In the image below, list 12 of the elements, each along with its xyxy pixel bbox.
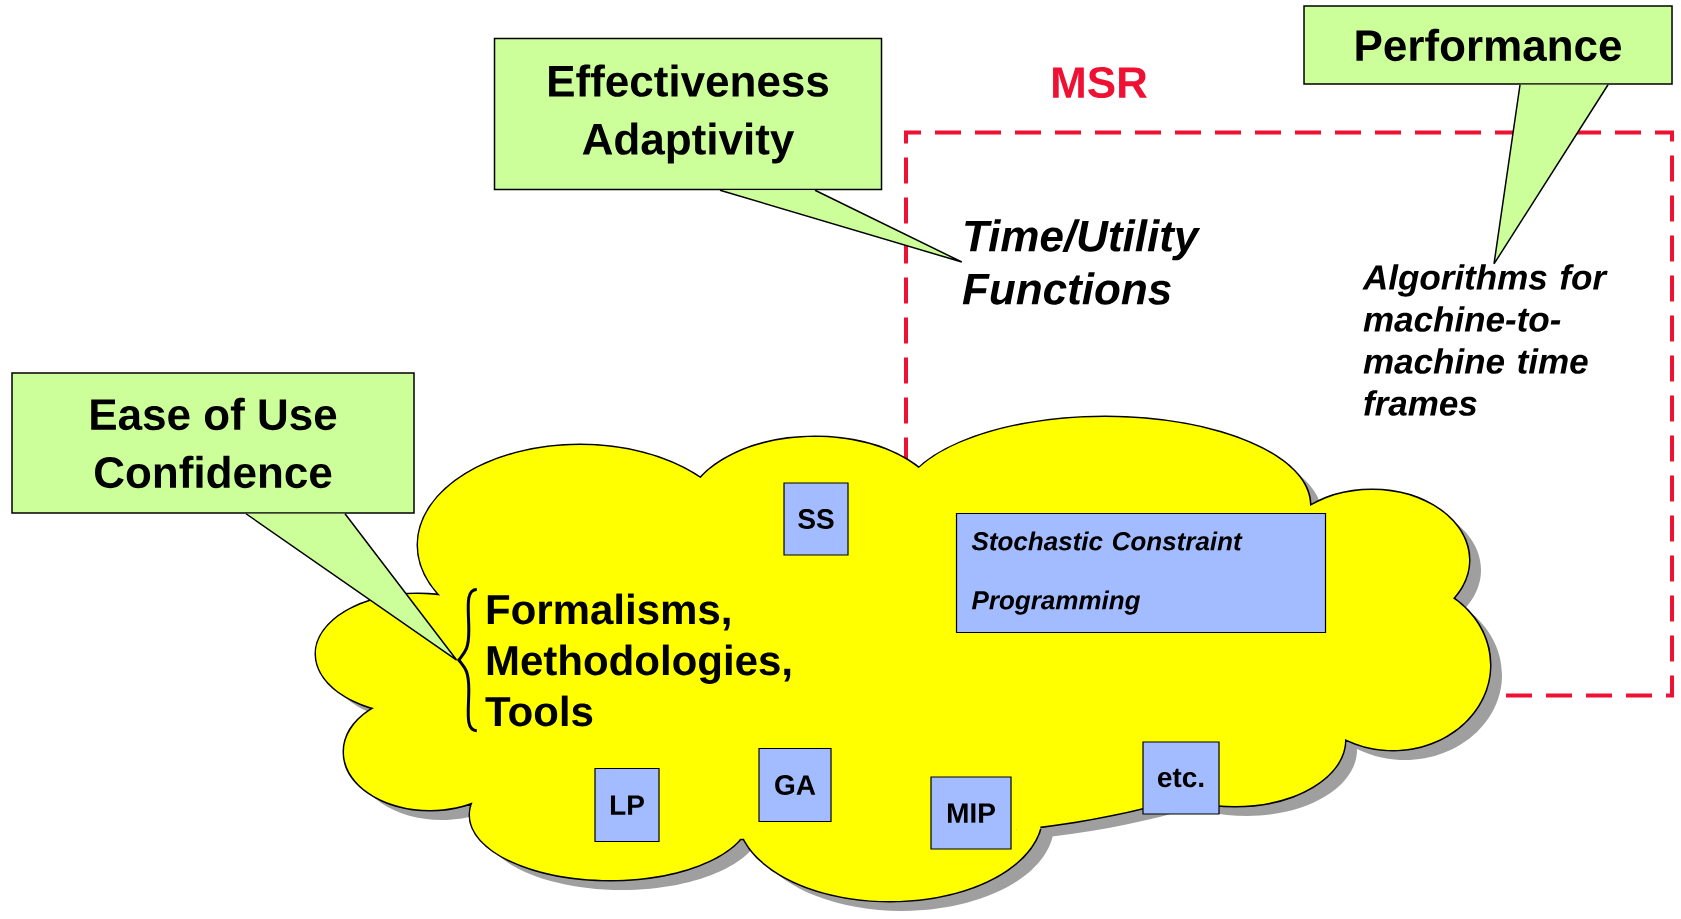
label-box: SS bbox=[783, 482, 849, 556]
callout-box: Performance bbox=[1303, 5, 1673, 85]
callout-box: Ease of Use Confidence bbox=[11, 372, 415, 514]
region-title: MSR bbox=[1053, 66, 1147, 99]
italic-label: Time/Utility Functions bbox=[962, 219, 1201, 305]
label-box: LP bbox=[594, 767, 660, 843]
label-box: GA bbox=[758, 747, 832, 823]
italic-label: Algorithms for machine-to-machine time frames bbox=[1362, 264, 1608, 416]
label-box: MIP bbox=[930, 776, 1012, 850]
text-label: Formalisms, Methodologies, Tools bbox=[485, 593, 791, 727]
label-box: etc. bbox=[1142, 741, 1220, 815]
label-box: Stochastic Constraint Programming bbox=[955, 512, 1327, 634]
